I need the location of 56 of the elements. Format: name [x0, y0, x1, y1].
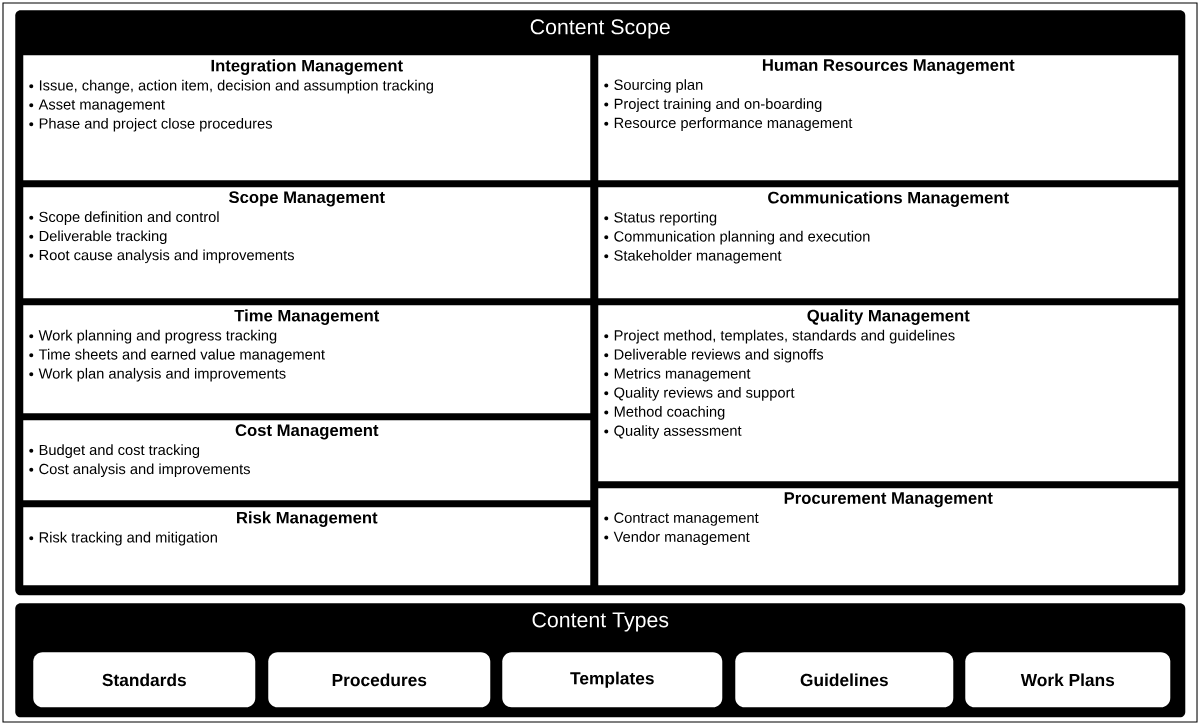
bullet-item: Project method, templates, standards and guidelines: [614, 329, 955, 344]
bullet-item: Issue, change, action item, decision and assumption tracking: [39, 79, 433, 94]
topic-box: [598, 305, 1179, 482]
bullet-item: Method coaching: [614, 406, 725, 420]
bullet-item: Stakeholder management: [614, 249, 782, 264]
box-heading: Risk Management: [237, 511, 378, 527]
panel-title: Content Scope: [530, 19, 670, 39]
topic-box: [23, 507, 591, 586]
box-heading: Integration Management: [211, 59, 403, 75]
bullet-item: Contract management: [614, 512, 759, 526]
panel-title: Content Types: [532, 612, 669, 632]
topic-box: [598, 55, 1179, 181]
box-heading: Communications Management: [768, 191, 1009, 207]
box-heading: Scope Management: [229, 191, 385, 207]
button-label: Standards: [102, 673, 186, 687]
box-heading: Procurement Management: [784, 492, 993, 508]
bullet-item: Work plan analysis and improvements: [38, 367, 286, 382]
topic-box: [23, 187, 591, 299]
button-label: Procedures: [332, 673, 427, 687]
bullet-item: Deliverable tracking: [39, 230, 167, 245]
button-label: Work Plans: [1020, 673, 1115, 687]
topic-box: [598, 187, 1179, 299]
bullet-item: Risk tracking and mitigation: [39, 531, 217, 546]
type-button: [502, 652, 723, 708]
bullet-item: Resource performance management: [614, 117, 853, 131]
bullet-item: Sourcing plan: [614, 79, 703, 93]
bullet-item: Status reporting: [614, 211, 717, 226]
box-heading: Cost Management: [235, 424, 379, 440]
type-button: [33, 652, 256, 708]
bullet-item: Work planning and progress tracking: [38, 329, 277, 344]
type-button: [965, 652, 1171, 708]
bullet-item: Metrics management: [614, 367, 751, 382]
bullet-item: Vendor management: [613, 531, 750, 545]
topic-box: [23, 420, 591, 501]
bullet-item: Communication planning and execution: [614, 230, 870, 245]
type-button: [268, 652, 491, 708]
bullet-item: Root cause analysis and improvements: [39, 249, 294, 264]
bullet-item: Asset management: [38, 99, 165, 113]
button-label: Guidelines: [800, 673, 888, 687]
type-button: [735, 652, 954, 708]
bullet-item: Time sheets and earned value management: [38, 348, 325, 363]
button-label: Templates: [570, 671, 654, 688]
bullet-item: Project training and on-boarding: [614, 98, 822, 112]
bullet-item: Phase and project close procedures: [39, 117, 272, 132]
topic-box: [23, 305, 591, 414]
bullet-item: Cost analysis and improvements: [39, 463, 250, 478]
box-heading: Human Resources Management: [762, 59, 1015, 75]
bullet-item: Quality assessment: [614, 425, 742, 439]
topic-box: [598, 488, 1179, 586]
bullet-item: Quality reviews and support: [614, 387, 795, 401]
bullet-item: Budget and cost tracking: [39, 444, 200, 458]
topic-box: [23, 55, 591, 181]
box-heading: Quality Management: [807, 309, 970, 325]
bullet-item: Scope definition and control: [39, 211, 219, 225]
box-heading: Time Management: [234, 309, 380, 325]
bullet-item: Deliverable reviews and signoffs: [614, 348, 824, 363]
